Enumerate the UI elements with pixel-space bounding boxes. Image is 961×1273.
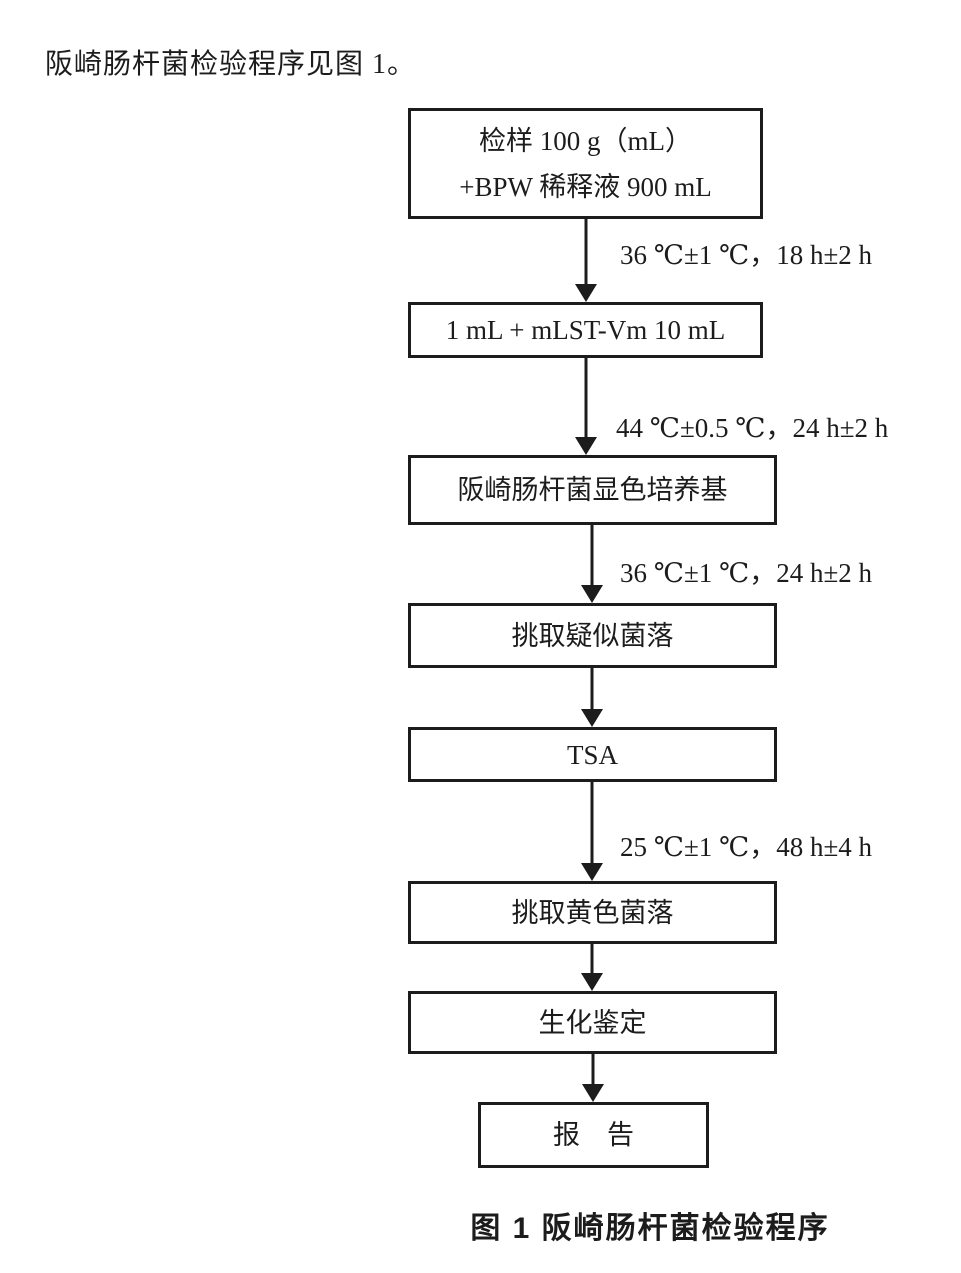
- flow-arrow: [580, 525, 604, 603]
- edge-condition-label: 36 ℃±1 ℃，24 h±2 h: [620, 558, 873, 588]
- flow-node-line: 挑取疑似菌落: [511, 620, 674, 651]
- arrow-line: [590, 782, 594, 866]
- arrow-down-icon: [582, 1084, 604, 1102]
- flow-node-line: 检样 100 g（mL）: [479, 125, 692, 156]
- arrow-down-icon: [575, 437, 597, 455]
- flow-node-line: 1 mL + mLST-Vm 10 mL: [445, 315, 726, 345]
- flow-arrow: [580, 668, 604, 727]
- arrow-line: [590, 525, 594, 588]
- flow-arrow: [574, 358, 598, 455]
- arrow-line: [584, 219, 588, 287]
- intro-text: 阪崎肠杆菌检验程序见图 1。: [45, 49, 417, 80]
- edge-condition-label: 44 ℃±0.5 ℃，24 h±2 h: [616, 413, 889, 443]
- flow-node-tsa: TSA: [408, 727, 777, 782]
- arrow-down-icon: [581, 709, 603, 727]
- flow-node-pick-yellow: 挑取黄色菌落: [408, 881, 777, 944]
- flow-node-sample-dilution: 检样 100 g（mL） +BPW 稀释液 900 mL: [408, 108, 763, 219]
- flow-node-line: 生化鉴定: [538, 1007, 647, 1038]
- flow-node-line: +BPW 稀释液 900 mL: [459, 171, 712, 202]
- arrow-line: [591, 1053, 595, 1087]
- edge-condition-label: 36 ℃±1 ℃，18 h±2 h: [620, 240, 873, 270]
- flow-node-biochemical-id: 生化鉴定: [408, 991, 777, 1054]
- edge-condition-label: 25 ℃±1 ℃，48 h±4 h: [620, 832, 873, 862]
- flow-arrow: [574, 219, 598, 302]
- flow-arrow: [581, 1053, 605, 1102]
- arrow-line: [584, 358, 588, 440]
- arrow-down-icon: [581, 863, 603, 881]
- flow-node-mlst-enrichment: 1 mL + mLST-Vm 10 mL: [408, 302, 763, 358]
- flow-node-report: 报 告: [478, 1102, 709, 1168]
- flow-node-chromogenic-medium: 阪崎肠杆菌显色培养基: [408, 455, 777, 525]
- flow-node-line: 报 告: [553, 1120, 634, 1150]
- arrow-down-icon: [581, 585, 603, 603]
- flow-node-pick-suspect: 挑取疑似菌落: [408, 603, 777, 668]
- arrow-line: [590, 944, 594, 976]
- flow-arrow: [580, 782, 604, 881]
- arrow-line: [590, 668, 594, 712]
- flow-node-line: 阪崎肠杆菌显色培养基: [457, 475, 728, 505]
- flow-node-line: 挑取黄色菌落: [511, 897, 674, 928]
- arrow-down-icon: [575, 284, 597, 302]
- flow-arrow: [580, 944, 604, 991]
- figure-caption: 图 1 阪崎肠杆菌检验程序: [470, 1212, 830, 1245]
- arrow-down-icon: [581, 973, 603, 991]
- flow-node-line: TSA: [566, 739, 618, 770]
